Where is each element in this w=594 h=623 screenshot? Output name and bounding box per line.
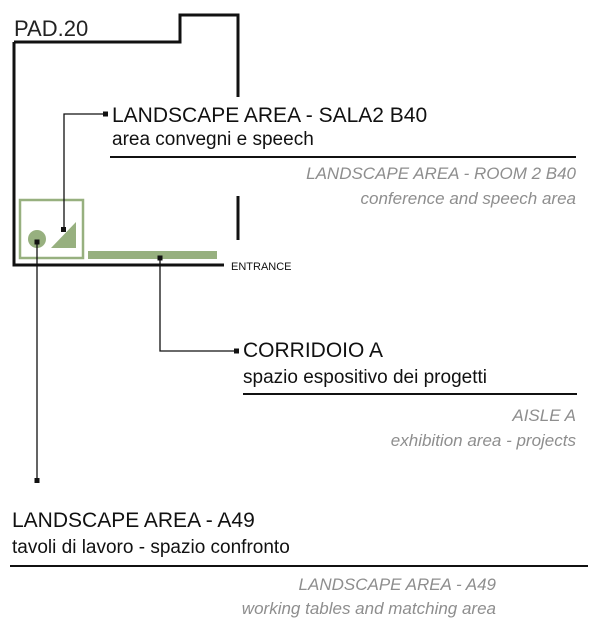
- triangle-icon: [51, 222, 76, 248]
- a49-subtitle: tavoli di lavoro - spazio confronto: [12, 537, 290, 558]
- entrance-label: ENTRANCE: [231, 261, 292, 273]
- leader-marker-corridoio-end: [234, 348, 239, 354]
- leader-marker-sala2: [61, 227, 66, 232]
- a49-subtitle-en: working tables and matching area: [241, 599, 496, 618]
- a49-title: LANDSCAPE AREA - A49: [12, 509, 255, 532]
- sala2-subtitle-en: conference and speech area: [360, 189, 577, 208]
- corridor-bar-icon: [88, 251, 217, 259]
- leader-line-corridoio: [159, 258, 235, 352]
- leader-marker-corridoio: [157, 255, 163, 261]
- a49-underline: [10, 565, 588, 567]
- sala2-title: LANDSCAPE AREA - SALA2 B40: [112, 104, 428, 127]
- a49-title-en: LANDSCAPE AREA - A49: [298, 575, 496, 594]
- pavilion-outline: [12, 13, 240, 267]
- sala2-subtitle: area convegni e speech: [112, 129, 314, 150]
- corridoio-underline: [243, 393, 577, 395]
- circle-icon: [28, 230, 46, 248]
- corridoio-title-en: AISLE A: [512, 406, 576, 425]
- sala2-title-en: LANDSCAPE AREA - ROOM 2 B40: [306, 164, 576, 183]
- landscape-area-box: [18, 198, 85, 260]
- leader-marker-a49-end: [34, 478, 40, 483]
- leader-marker-a49: [34, 239, 40, 245]
- leader-line-sala2: [63, 113, 104, 230]
- corridoio-subtitle: spazio espositivo dei progetti: [243, 367, 487, 388]
- leader-marker-sala2-end: [103, 111, 108, 117]
- corridoio-subtitle-en: exhibition area - projects: [390, 431, 576, 450]
- corridoio-title: CORRIDOIO A: [243, 339, 384, 362]
- sala2-underline: [110, 156, 576, 158]
- pavilion-label: PAD.20: [14, 16, 89, 41]
